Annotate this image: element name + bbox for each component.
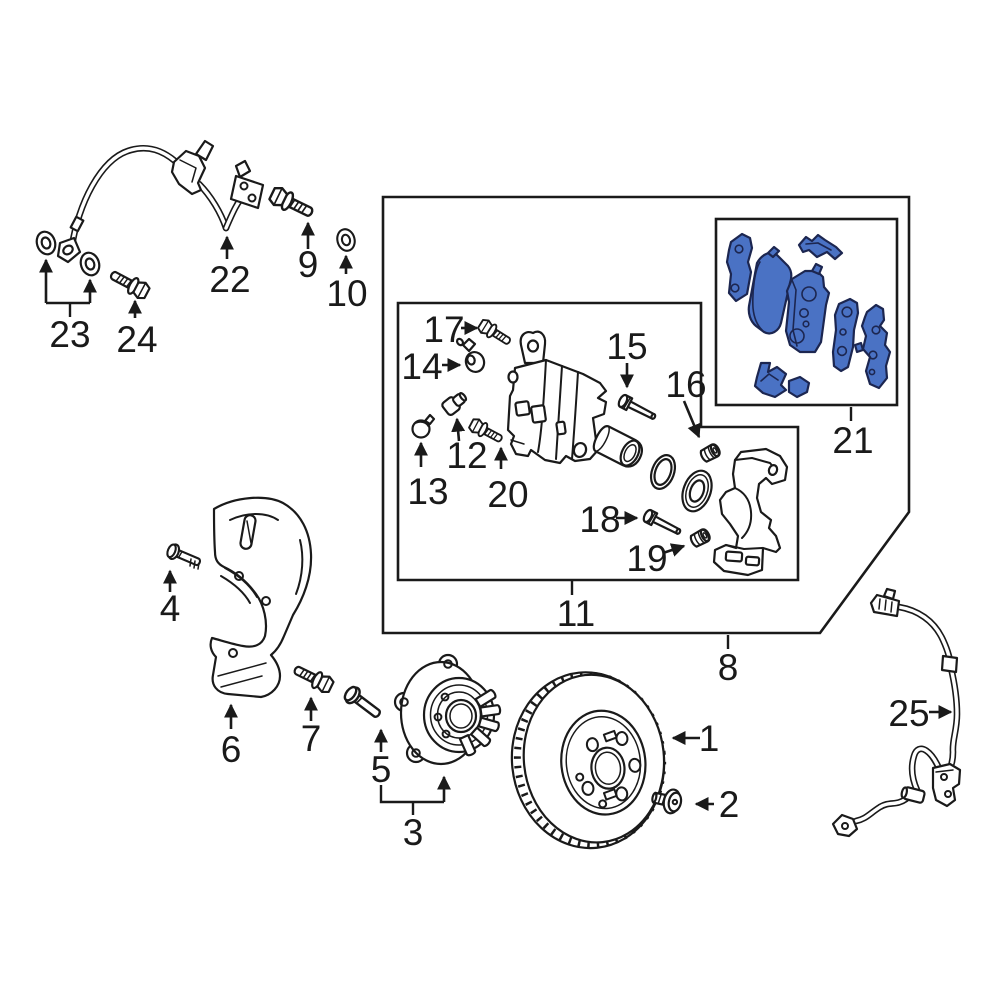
- abs-wire-clip: [940, 654, 959, 674]
- abs-sensor-wire: [831, 587, 962, 838]
- hose-washer-b: [76, 249, 104, 279]
- callout-label-18: 18: [579, 499, 620, 540]
- abs-connector: [869, 587, 901, 618]
- caliper-piston: [592, 425, 644, 468]
- hose-washer-a: [32, 228, 60, 258]
- wheel-studs: [458, 688, 502, 757]
- abs-sensor-tip: [900, 786, 926, 804]
- washer-10: [333, 226, 359, 254]
- callout-label-25: 25: [888, 693, 929, 734]
- callout-arrows: [38, 221, 953, 815]
- callout-label-16: 16: [665, 364, 706, 405]
- abs-sensor-bracket: [931, 762, 962, 808]
- hose-middle-fitting: [170, 139, 215, 196]
- callout-label-10: 10: [326, 273, 367, 314]
- pad-inner-tab: [766, 245, 781, 259]
- pad-backing-tab: [810, 262, 824, 276]
- caliper-body: [506, 330, 608, 465]
- piston-seal-ring: [649, 454, 677, 490]
- knuckle-bolt-7: [290, 660, 336, 696]
- callout-label-21: 21: [832, 420, 873, 461]
- brake-rotor: [510, 671, 667, 850]
- pad-spring-clip-a: [753, 361, 788, 399]
- brake-hose-group: [32, 139, 359, 302]
- abs-wire-grommet: [831, 813, 859, 838]
- callout-labels: 1 2 3 4 5 6 7 8 9 10 11 12 13 14 15 16 1…: [49, 244, 929, 853]
- caliper-kit-group: [411, 316, 789, 577]
- callout-label-20: 20: [487, 474, 528, 515]
- hub-assembly: [393, 653, 502, 766]
- banjo-bolt-9: [266, 183, 318, 223]
- shield-bolt-4: [164, 541, 204, 571]
- callout-arrow-19: [662, 543, 686, 557]
- pad-shim-right: [860, 303, 892, 390]
- bolt-24: [106, 265, 153, 302]
- callout-label-12: 12: [446, 435, 487, 476]
- hose-banjo-end: [56, 215, 85, 264]
- cap-13: [411, 413, 436, 439]
- callout-label-8: 8: [718, 647, 739, 688]
- callout-arrow-12: [451, 417, 466, 442]
- callout-label-3: 3: [403, 812, 424, 853]
- grommet-14: [455, 337, 486, 374]
- caliper-bracket: [712, 447, 789, 577]
- callout-label-5: 5: [371, 749, 392, 790]
- brake-pad-set: [725, 232, 892, 399]
- rotor-set-screw-2: [651, 788, 683, 815]
- callout-label-6: 6: [221, 729, 242, 770]
- hose-end-bracket: [229, 159, 265, 210]
- callout-arrow-16: [682, 400, 701, 439]
- callout-label-11: 11: [557, 593, 595, 634]
- callout-label-22: 22: [209, 259, 250, 300]
- pad-shim-tab: [853, 341, 865, 354]
- callout-bracket-3: [379, 785, 444, 804]
- pad-plate-right: [831, 297, 860, 373]
- hub-bolt-5: [340, 682, 386, 724]
- callout-label-2: 2: [719, 784, 740, 825]
- callout-label-4: 4: [160, 588, 181, 629]
- callout-label-17: 17: [423, 309, 464, 350]
- callout-label-15: 15: [606, 326, 647, 367]
- pad-spring-clip-b: [787, 375, 811, 399]
- callout-label-14: 14: [401, 346, 442, 387]
- pad-clip-top: [797, 233, 844, 261]
- callout-label-23: 23: [49, 314, 90, 355]
- callout-label-19: 19: [626, 538, 667, 579]
- pad-shim-left: [725, 232, 754, 303]
- callout-label-7: 7: [301, 718, 322, 759]
- callout-label-9: 9: [298, 244, 319, 285]
- cap-12: [441, 392, 468, 416]
- callout-label-1: 1: [699, 718, 720, 759]
- piston-dust-boot: [681, 469, 713, 513]
- splash-shield: [209, 496, 313, 699]
- callout-label-13: 13: [407, 471, 448, 512]
- callout-label-24: 24: [116, 319, 157, 360]
